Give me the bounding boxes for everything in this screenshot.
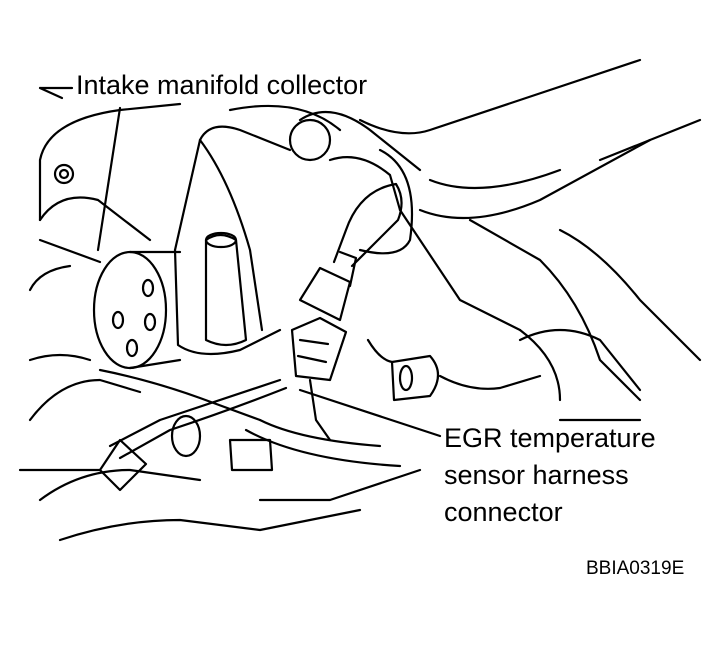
manifold-collector: [28, 102, 182, 292]
egr-sensor-connector-label: EGR temperature sensor harness connector: [444, 420, 656, 531]
egr-temperature-sensor: [366, 338, 542, 402]
manifold-leader-line: [38, 86, 74, 100]
upper-hoses: [288, 58, 702, 402]
egr-label-line-3: connector: [444, 497, 563, 527]
lower-engine-parts: [18, 353, 422, 542]
wiring-harness: [98, 368, 402, 472]
egr-harness-connector: [290, 182, 403, 442]
egr-label-line-2: sensor harness: [444, 460, 629, 490]
throttle-cylinder: [92, 250, 182, 370]
egr-label-line-1: EGR temperature: [444, 423, 656, 453]
figure-code: BBIA0319E: [586, 558, 685, 579]
center-housing: [173, 104, 342, 356]
egr-leader-line: [298, 388, 442, 438]
intake-manifold-collector-label: Intake manifold collector: [76, 70, 368, 100]
right-structure: [518, 118, 702, 422]
